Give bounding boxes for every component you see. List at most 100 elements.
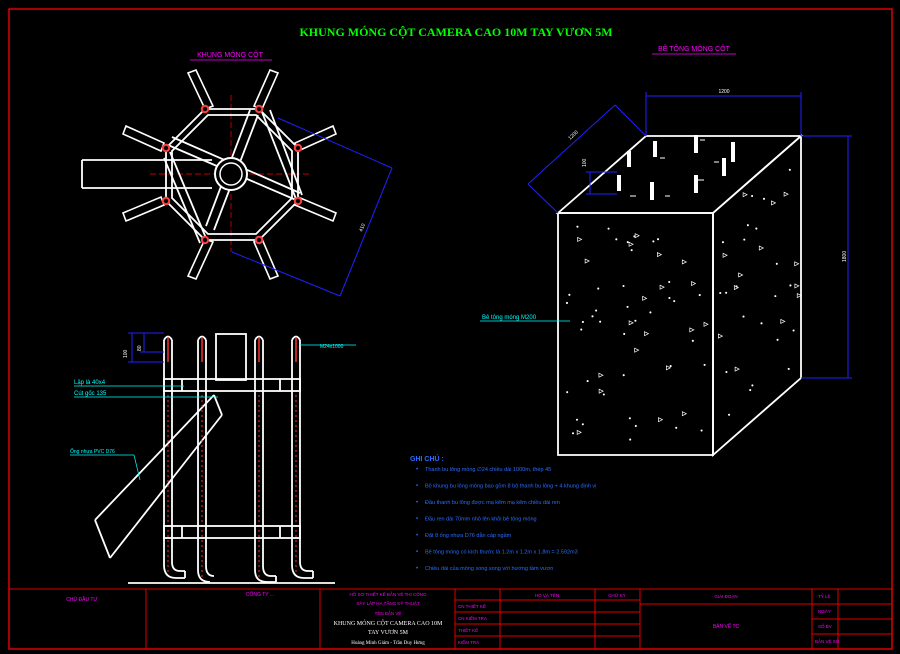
- aggregate-mark: [576, 429, 582, 435]
- aggregate-dot: [788, 168, 791, 171]
- note-bullet: •: [416, 550, 418, 556]
- aggregate-mark: [681, 259, 688, 265]
- aggregate-dot: [673, 300, 676, 303]
- note-item: Đầu thanh bu lông được mạ kẽm mạ kẽm chi…: [425, 500, 560, 506]
- drawing-frame: [8, 8, 893, 650]
- concrete-dim-height: 1800: [842, 251, 848, 262]
- aggregate-dot: [581, 320, 584, 324]
- note-item: Đặt 8 ống nhựa D76 dẫn cáp ngầm: [425, 532, 512, 539]
- elev-dim-top2: 80: [137, 345, 143, 351]
- aggregate-mark: [738, 272, 744, 278]
- aggregate-mark: [734, 366, 740, 372]
- aggregate-dot: [792, 329, 795, 332]
- tb-row-2: CN KIỂM TRA: [458, 615, 487, 621]
- note-item: Thanh bu lông móng ∅24 chiều dài 1000m, …: [425, 466, 551, 473]
- aggregate-mark: [598, 388, 604, 394]
- aggregate-dot: [746, 224, 749, 227]
- tb-drawing-name-1: KHUNG MÓNG CỘT CAMERA CAO 10M: [334, 619, 443, 627]
- aggregate-mark: [722, 252, 728, 258]
- aggregate-dot: [691, 339, 694, 342]
- tb-company: CÔNG TY ...: [246, 591, 274, 598]
- aggregate-mark: [634, 347, 640, 353]
- aggregate-dot: [628, 417, 631, 420]
- aggregate-dot: [751, 384, 754, 387]
- concrete-dim-width: 1200: [718, 89, 729, 95]
- aggregate-mark: [681, 411, 688, 417]
- aggregate-dot: [581, 423, 584, 426]
- aggregate-dot: [652, 240, 655, 243]
- aggregate-dot: [698, 294, 701, 297]
- aggregate-dot: [597, 287, 600, 290]
- aggregate-mark: [794, 261, 800, 267]
- concrete-dim-small: 100: [582, 158, 588, 167]
- aggregate-dot: [749, 389, 752, 392]
- aggregate-mark: [642, 295, 648, 301]
- pvc-pipe-plan: [81, 159, 212, 189]
- aggregate-mark: [584, 258, 590, 264]
- aggregate-dot: [649, 311, 652, 314]
- aggregate-dot: [568, 293, 571, 296]
- tb-col-name: HỌ VÀ TÊN: [535, 591, 559, 598]
- aggregate-mark: [794, 283, 800, 289]
- aggregate-mark: [628, 241, 634, 247]
- concrete-view-label: BÊ TÔNG MÓNG CỘT: [658, 44, 731, 53]
- aggregate-mark: [634, 233, 640, 239]
- aggregate-dot: [626, 305, 629, 308]
- aggregate-dot: [634, 319, 637, 322]
- aggregate-dot: [623, 332, 626, 336]
- aggregate-dot: [787, 367, 790, 370]
- aggregate-dot: [728, 413, 731, 416]
- aggregate-mark: [780, 318, 786, 325]
- aggregate-mark: [666, 365, 672, 371]
- aggregate-dot: [576, 225, 579, 228]
- tb-row-4: KIỂM TRA: [458, 639, 479, 645]
- tb-date: NGÀY: [818, 608, 831, 614]
- concrete-callout: Bê tông móng M200: [482, 315, 537, 321]
- aggregate-dot: [571, 432, 575, 435]
- aggregate-dot: [626, 241, 629, 244]
- aggregate-dot: [595, 309, 598, 312]
- drawing-title: KHUNG MÓNG CỘT CAMERA CAO 10M TAY VƯƠN 5…: [299, 25, 612, 39]
- concrete-texture: [565, 168, 803, 441]
- aggregate-dot: [700, 429, 703, 432]
- aggregate-mark: [733, 285, 740, 291]
- aggregate-dot: [675, 426, 678, 429]
- note-item: Bộ khung bu lông móng bao gồm 8 bộ thanh…: [425, 484, 596, 490]
- aggregate-dot: [668, 296, 671, 300]
- aggregate-mark: [703, 321, 709, 327]
- callout-elbow: Cút gốc 135: [74, 391, 107, 397]
- aggregate-dot: [656, 238, 660, 241]
- concrete-view: BÊ TÔNG MÓNG CỘT: [480, 44, 852, 457]
- note-item: Bê tông móng có kích thước là 1.2m x 1.2…: [425, 550, 578, 556]
- note-bullet: •: [416, 500, 418, 506]
- note-bullet: •: [416, 517, 418, 523]
- tb-drawing-name-2: TAY VƯƠN 5M: [368, 629, 409, 636]
- note-bullet: •: [416, 467, 418, 473]
- tb-stage-value: BẢN VẼ TC: [713, 623, 740, 630]
- aggregate-dot: [755, 227, 758, 230]
- aggregate-mark: [758, 245, 765, 251]
- note-item: Chiều dài của móng song song với hướng t…: [425, 565, 553, 572]
- aggregate-dot: [668, 280, 671, 284]
- aggregate-dot: [607, 227, 610, 230]
- tb-row-3: THIẾT KẾ: [458, 627, 478, 633]
- aggregate-dot: [586, 380, 589, 383]
- aggregate-mark: [658, 417, 664, 423]
- tb-project-3: TÊN BẢN VẼ: [375, 609, 402, 616]
- aggregate-dot: [633, 235, 636, 238]
- note-bullet: •: [416, 566, 418, 572]
- tb-stage-label: GIAI ĐOẠN: [714, 594, 737, 599]
- aggregate-mark: [718, 333, 724, 339]
- pvc-pipe-elevation: [94, 394, 223, 559]
- aggregate-mark: [657, 252, 663, 258]
- tb-drawing-no: BẢN VẼ SỐ: [815, 638, 840, 644]
- aggregate-dot: [575, 418, 579, 421]
- plan-view-label: KHUNG MÓNG CỘT: [197, 50, 263, 59]
- tb-scale: TỶ LỆ: [818, 592, 831, 599]
- aggregate-mark: [628, 320, 634, 326]
- aggregate-dot: [565, 301, 569, 305]
- aggregate-dot: [591, 315, 594, 318]
- aggregate-dot: [622, 374, 625, 377]
- aggregate-dot: [629, 438, 632, 441]
